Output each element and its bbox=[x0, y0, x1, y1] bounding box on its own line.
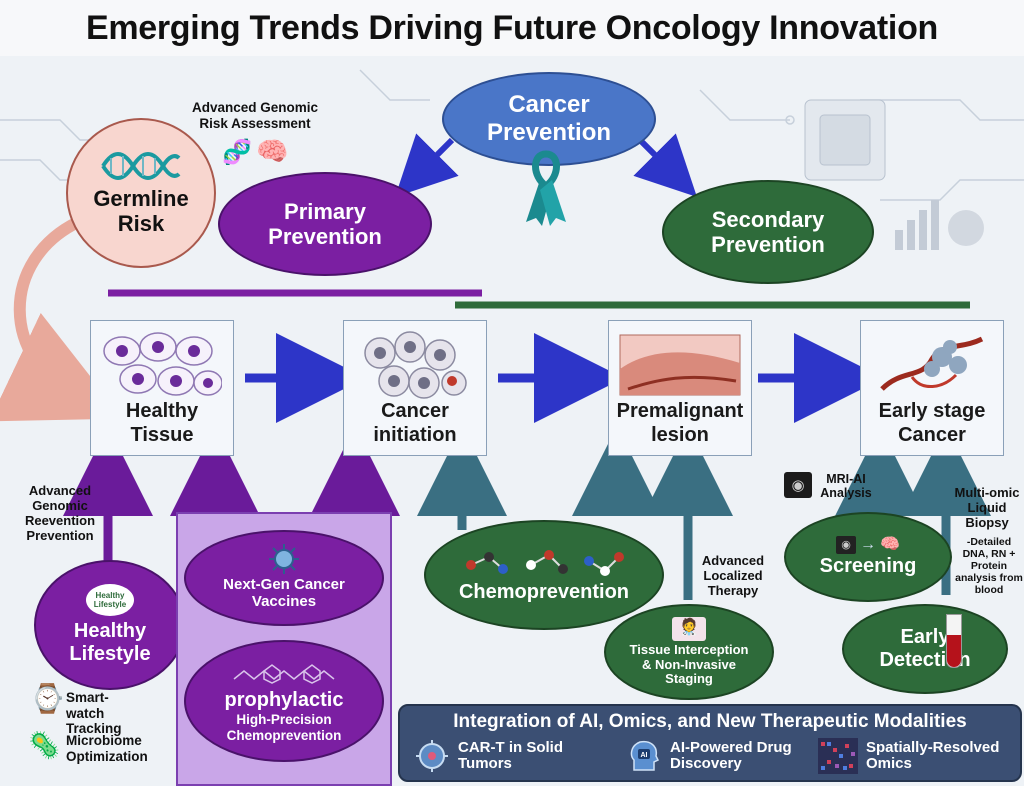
healthy-cells-icon bbox=[103, 332, 222, 396]
early-detection-node: Early Detection bbox=[842, 604, 1008, 694]
healthy-lifestyle-label: Healthy Lifestyle bbox=[69, 620, 151, 665]
screening-label: Screening bbox=[819, 554, 917, 577]
cancer-prevention-node: Cancer Prevention bbox=[442, 72, 656, 166]
stage-cancer-initiation: Cancer initiation bbox=[343, 320, 487, 456]
spatial-omics-icon bbox=[818, 738, 858, 774]
molecule-structure-icon bbox=[233, 664, 335, 684]
integration-item-label: CAR-T in Solid Tumors bbox=[458, 738, 563, 772]
early-detection-label: Early Detection bbox=[879, 626, 971, 671]
stage-label: Cancer initiation bbox=[373, 400, 457, 446]
molecules-icon bbox=[466, 549, 624, 576]
primary-prevention-label: Primary Prevention bbox=[268, 198, 382, 249]
clinician-icon: 🧑‍⚕️ bbox=[672, 616, 706, 641]
microbiome-label: Microbiome Optimization bbox=[66, 733, 148, 764]
tissue-interception-node: 🧑‍⚕️ Tissue Interception & Non-Invasive … bbox=[604, 604, 774, 700]
brain-head-icon: 🧠 bbox=[256, 136, 289, 166]
smartwatch-icon: ⌚ bbox=[30, 683, 65, 714]
stage-label: Healthy Tissue bbox=[125, 400, 199, 446]
integration-item: CAR-T in Solid Tumors bbox=[414, 738, 578, 774]
chemoprevention-node: Chemoprevention bbox=[424, 520, 664, 630]
germline-risk-node: Germline Risk bbox=[66, 118, 216, 268]
next-gen-vaccines-label: Next-Gen Cancer Vaccines bbox=[223, 575, 345, 610]
scan-to-brain-icon: ◉ → 🧠 bbox=[836, 536, 900, 555]
healthy-lifestyle-node: Healthy Lifestyle Healthy Lifestyle bbox=[34, 560, 186, 690]
title-bar: Emerging Trends Driving Future Oncology … bbox=[0, 0, 1024, 56]
advanced-localized-label: Advanced Localized Therapy bbox=[701, 553, 765, 598]
dna-small-icon: 🧬 bbox=[222, 139, 252, 166]
svg-text:AI: AI bbox=[641, 752, 648, 759]
virus-icon bbox=[269, 543, 299, 574]
mri-scan-icon: ◉ bbox=[784, 472, 812, 498]
integration-item: Spatially-Resolved Omics bbox=[818, 738, 1016, 774]
genomic-prevention-label: Advanced Genomic Reevention Prevention bbox=[24, 483, 96, 543]
microbiome-icon: 🦠 bbox=[28, 730, 61, 760]
mri-ai-label: MRI-AI Analysis bbox=[820, 472, 872, 501]
secondary-prevention-node: Secondary Prevention bbox=[662, 180, 874, 284]
stage-healthy-tissue: Healthy Tissue bbox=[90, 320, 234, 456]
ai-head-icon: AI bbox=[630, 740, 660, 771]
bar-chart-graphic bbox=[895, 200, 984, 250]
page-title: Emerging Trends Driving Future Oncology … bbox=[85, 8, 939, 47]
blood-tube-icon bbox=[946, 614, 962, 668]
prophylactic-node: prophylactic High-Precision Chemoprevent… bbox=[184, 640, 384, 762]
awareness-ribbon-icon bbox=[526, 150, 566, 226]
chemoprevention-label: Chemoprevention bbox=[458, 580, 630, 603]
initiating-cells-icon bbox=[364, 331, 467, 399]
screening-node: ◉ → 🧠 Screening bbox=[784, 512, 952, 602]
germline-risk-label: Germline Risk bbox=[93, 185, 189, 236]
secondary-prevention-label: Secondary Prevention bbox=[711, 206, 825, 257]
multi-omic-label: Multi-omic Liquid Biopsy bbox=[954, 485, 1020, 530]
integration-item-label: AI-Powered Drug Discovery bbox=[670, 738, 792, 772]
primary-prevention-node: Primary Prevention bbox=[218, 172, 432, 276]
multi-omic-detail: -Detailed DNA, RN + Protein analysis fro… bbox=[955, 536, 1023, 597]
stage-premalignant-lesion: Premalignant lesion bbox=[608, 320, 752, 456]
lifestyle-badge: Healthy Lifestyle bbox=[86, 584, 134, 616]
car-t-cell-icon bbox=[416, 740, 448, 772]
cancer-prevention-label: Cancer Prevention bbox=[486, 91, 612, 146]
integration-item-label: Spatially-Resolved Omics bbox=[866, 738, 1000, 772]
chip-graphic bbox=[804, 99, 886, 181]
stage-label: Early stage Cancer bbox=[878, 400, 986, 446]
tissue-interception-label: Tissue Interception & Non-Invasive Stagi… bbox=[629, 641, 749, 687]
dna-helix-icon bbox=[101, 151, 181, 180]
integration-heading: Integration of AI, Omics, and New Therap… bbox=[453, 711, 967, 732]
stage-early-stage-cancer: Early stage Cancer bbox=[860, 320, 1004, 456]
lesion-tissue-icon bbox=[619, 334, 741, 396]
integration-item: AI AI-Powered Drug Discovery bbox=[626, 738, 820, 774]
integration-panel: Integration of AI, Omics, and New Therap… bbox=[398, 704, 1022, 782]
smartwatch-label: Smart-watch Tracking bbox=[66, 690, 122, 737]
diagram-connectors bbox=[0, 69, 1024, 600]
stage-label: Premalignant lesion bbox=[616, 400, 744, 446]
prophylactic-title: prophylactic bbox=[224, 688, 344, 711]
next-gen-vaccines-node: Next-Gen Cancer Vaccines bbox=[184, 530, 384, 626]
prophylactic-subtitle: High-Precision Chemoprevention bbox=[226, 711, 342, 743]
tumor-vessel-icon bbox=[880, 336, 984, 391]
genomic-risk-label: Advanced Genomic Risk Assessment bbox=[191, 100, 319, 131]
